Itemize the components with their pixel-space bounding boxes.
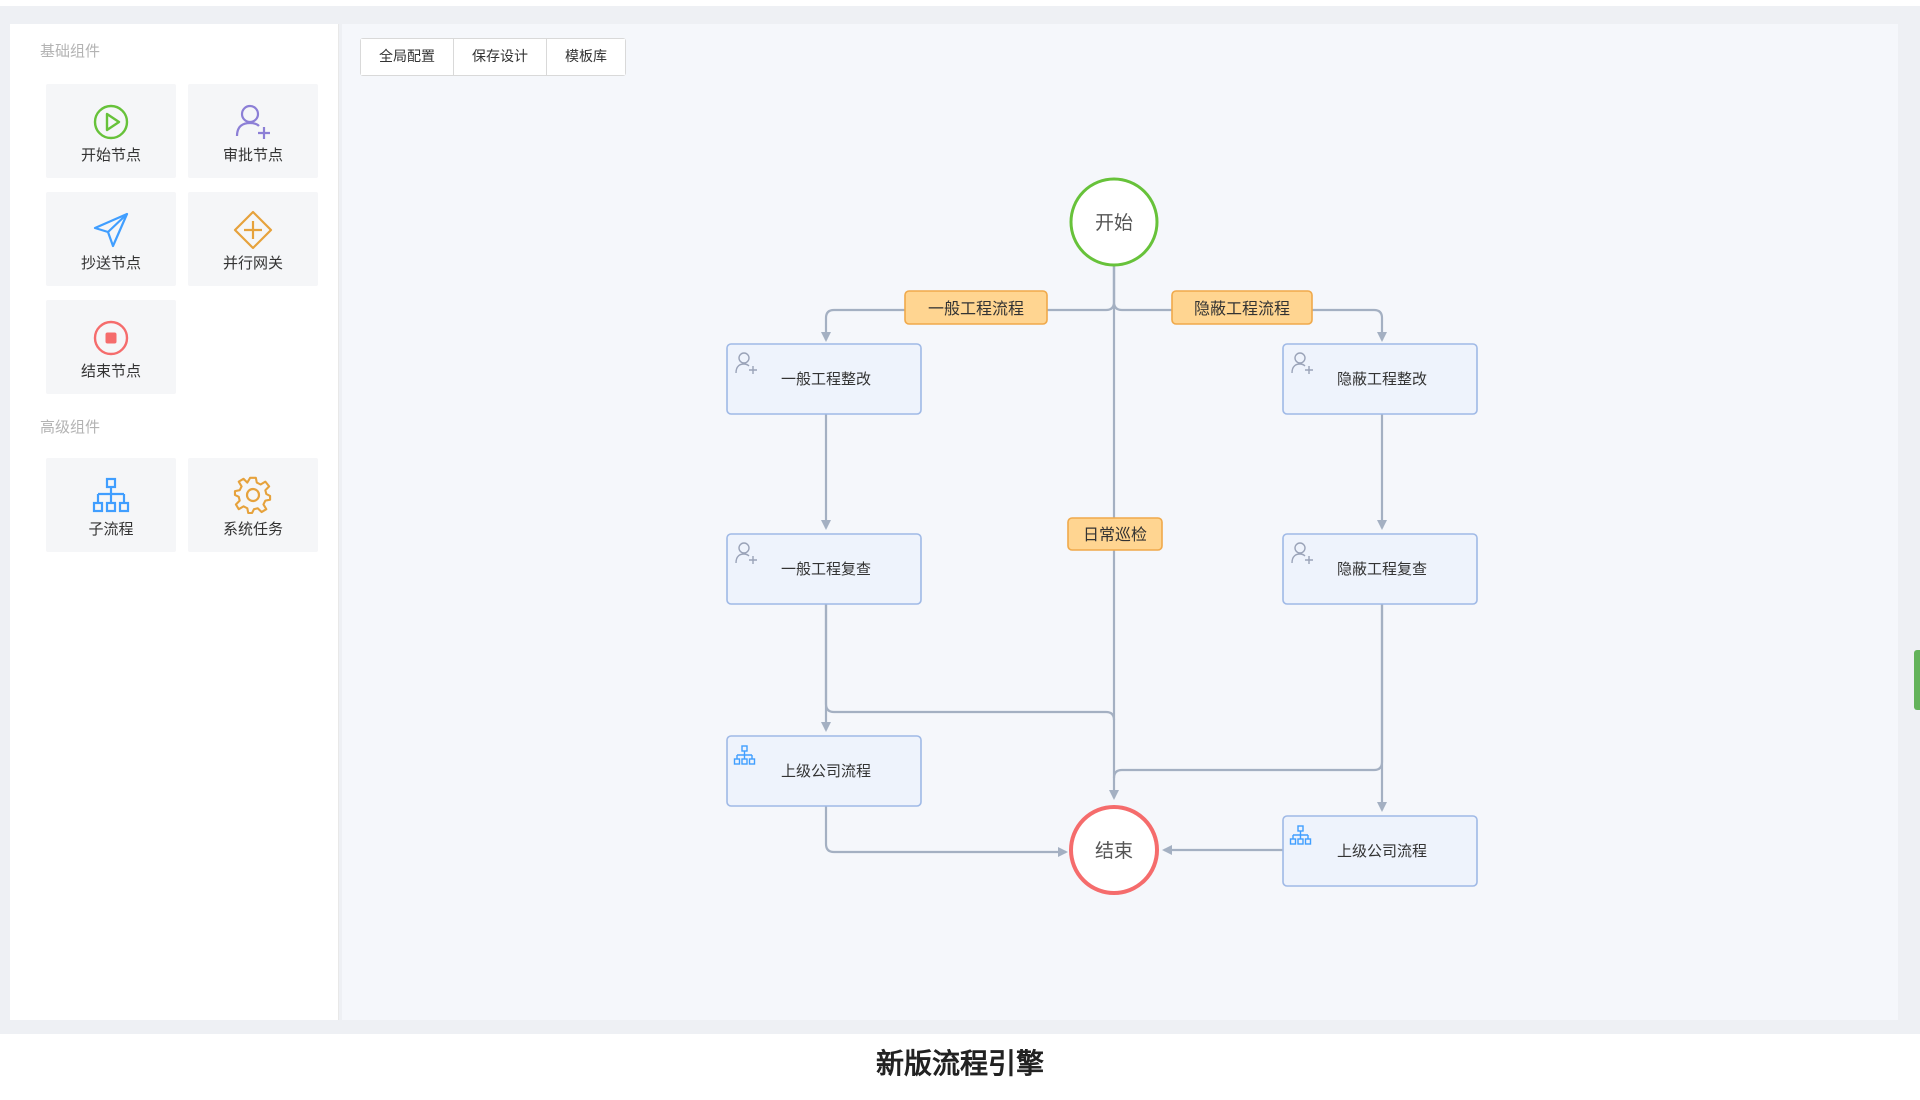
node-hidden-review[interactable]: 隐蔽工程复查 [1282, 533, 1478, 605]
diamond-plus-icon [233, 210, 273, 250]
node-general-parent-flow[interactable]: 上级公司流程 [726, 735, 922, 807]
node-hidden-parent-flow[interactable]: 上级公司流程 [1282, 815, 1478, 887]
component-label: 抄送节点 [80, 254, 141, 272]
node-general-rectify[interactable]: 一般工程整改 [726, 343, 922, 415]
branch-label-text: 隐蔽工程流程 [1194, 299, 1290, 318]
hierarchy-icon [92, 477, 130, 513]
edge-hidden-review-end[interactable] [1112, 604, 1384, 779]
component-sidebar: 基础组件 开始节点 审批节点 抄送节点 并行网关 [10, 24, 339, 1020]
user-add-icon [735, 542, 757, 564]
advanced-components-title: 高级组件 [40, 418, 101, 436]
node-label: 一般工程复查 [781, 560, 871, 578]
component-subprocess[interactable]: 子流程 [46, 458, 176, 552]
node-label: 上级公司流程 [1337, 842, 1427, 860]
node-label: 隐蔽工程复查 [1337, 560, 1427, 578]
branch-label-text: 一般工程流程 [928, 299, 1024, 318]
component-cc-node[interactable]: 抄送节点 [46, 192, 176, 286]
end-node[interactable]: 结束 [1069, 805, 1159, 895]
user-add-icon [1291, 352, 1313, 374]
user-add-icon [235, 104, 270, 139]
component-label: 审批节点 [222, 146, 283, 164]
start-node[interactable]: 开始 [1069, 177, 1159, 267]
node-hidden-rectify[interactable]: 隐蔽工程整改 [1282, 343, 1478, 415]
play-circle-icon [93, 104, 129, 140]
branch-label-daily[interactable]: 日常巡检 [1067, 517, 1163, 551]
node-label: 隐蔽工程整改 [1337, 370, 1427, 388]
side-scroll-handle[interactable] [1914, 650, 1920, 710]
gear-icon [233, 476, 272, 515]
stop-circle-icon [93, 320, 129, 356]
hierarchy-icon [1289, 825, 1312, 845]
component-label: 系统任务 [222, 520, 283, 538]
component-parallel-gateway[interactable]: 并行网关 [188, 192, 318, 286]
component-label: 结束节点 [80, 362, 141, 380]
save-design-button[interactable]: 保存设计 [454, 39, 547, 75]
global-config-button[interactable]: 全局配置 [361, 39, 454, 75]
branch-label-text: 日常巡检 [1083, 525, 1147, 544]
node-label: 上级公司流程 [781, 762, 871, 780]
user-add-icon [1291, 542, 1313, 564]
branch-label-hidden[interactable]: 隐蔽工程流程 [1171, 290, 1313, 325]
page-caption: 新版流程引擎 [875, 1047, 1044, 1080]
component-label: 子流程 [88, 520, 134, 538]
component-system-task[interactable]: 系统任务 [188, 458, 318, 552]
component-label: 开始节点 [80, 146, 141, 164]
node-label: 一般工程整改 [781, 370, 871, 388]
component-approve-node[interactable]: 审批节点 [188, 84, 318, 178]
component-end-node[interactable]: 结束节点 [46, 300, 176, 394]
end-node-label: 结束 [1095, 840, 1133, 862]
template-library-button[interactable]: 模板库 [547, 39, 625, 75]
component-label: 并行网关 [222, 254, 283, 272]
node-general-review[interactable]: 一般工程复查 [726, 533, 922, 605]
basic-components-title: 基础组件 [40, 42, 101, 60]
edge-general-parent-end[interactable] [824, 806, 1068, 857]
canvas-toolbar: 全局配置 保存设计 模板库 [360, 38, 626, 76]
start-node-label: 开始 [1095, 212, 1133, 234]
component-start-node[interactable]: 开始节点 [46, 84, 176, 178]
user-add-icon [735, 352, 757, 374]
flow-diagram: 开始 结束 一般工程流程 隐蔽工程流程 日常巡检 一般工程整改 一般工程 [726, 177, 1478, 895]
hierarchy-icon [733, 745, 756, 765]
send-icon [93, 212, 129, 248]
branch-label-general[interactable]: 一般工程流程 [904, 290, 1048, 325]
edge-general-review-end[interactable] [824, 604, 1116, 721]
